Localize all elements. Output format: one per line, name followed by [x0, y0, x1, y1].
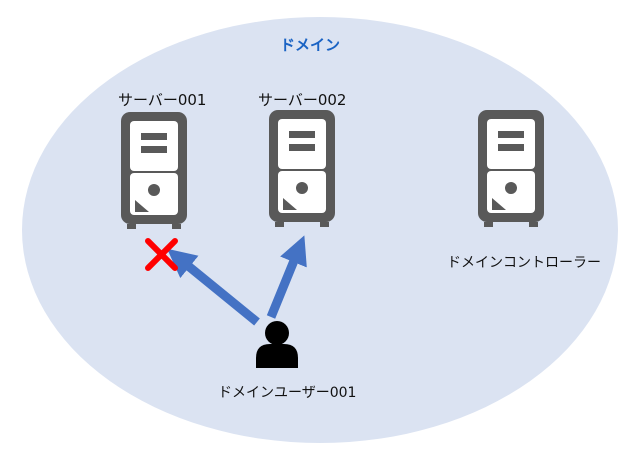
- server-002-label: サーバー002: [258, 91, 347, 109]
- domain-controller-label: ドメインコントローラー: [447, 255, 601, 271]
- server-001-icon[interactable]: [121, 112, 187, 229]
- server-001-label: サーバー001: [118, 91, 207, 109]
- domain-user-label: ドメインユーザー001: [218, 385, 357, 401]
- server-002-icon[interactable]: [269, 110, 335, 227]
- access-arrow-server-001: [167, 248, 260, 326]
- domain-label: ドメイン: [280, 36, 341, 54]
- domain-controller-icon[interactable]: [478, 110, 544, 227]
- user-icon[interactable]: [256, 321, 298, 368]
- domain-ellipse: [22, 17, 618, 443]
- denied-x-icon: [145, 238, 178, 271]
- access-arrow-server-002: [266, 235, 307, 319]
